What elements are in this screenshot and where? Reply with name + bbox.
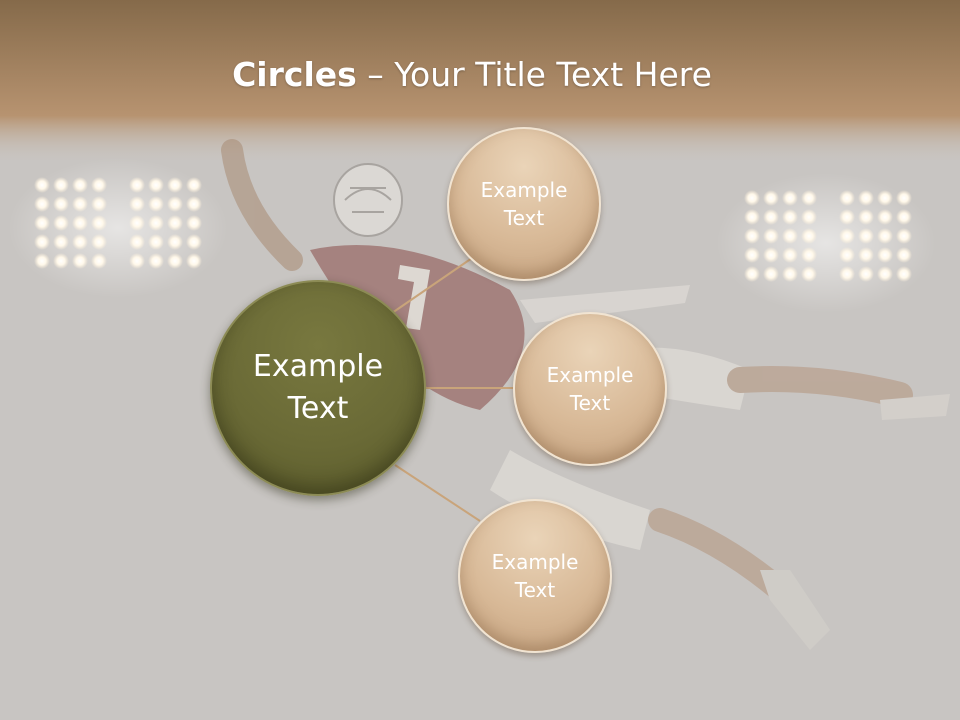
stadium-light-bulb <box>91 177 107 193</box>
stadium-light-bulb <box>858 266 874 282</box>
stadium-light-bulb <box>148 177 164 193</box>
stadium-light-bulb <box>186 196 202 212</box>
stadium-light-bulb <box>858 228 874 244</box>
stadium-light-bulb <box>72 196 88 212</box>
stadium-light-bulb <box>801 190 817 206</box>
stadium-light-bulb <box>167 177 183 193</box>
stadium-light-bulb <box>53 234 69 250</box>
stadium-light-bulb <box>129 234 145 250</box>
stadium-light-bulb <box>896 266 912 282</box>
stadium-light-bulb <box>896 228 912 244</box>
stadium-light-bulb <box>72 253 88 269</box>
stadium-light-bulb <box>167 234 183 250</box>
stadium-light-bulb <box>763 247 779 263</box>
satellite-label-bottom: Example Text <box>491 550 579 602</box>
football-player-figure <box>221 139 950 650</box>
stadium-light-bulb <box>744 266 760 282</box>
stadium-light-bulb <box>91 215 107 231</box>
stadium-light-bulb <box>53 253 69 269</box>
stadium-light-bulb <box>72 234 88 250</box>
stadium-light-bulb <box>129 253 145 269</box>
stadium-light-bulb <box>34 215 50 231</box>
stadium-light-bulb <box>782 266 798 282</box>
stadium-light-bulb <box>91 196 107 212</box>
stadium-light-bulb <box>72 177 88 193</box>
stadium-light-bulb <box>186 253 202 269</box>
stadium-light-bulb <box>877 209 893 225</box>
stadium-light-bulb <box>877 247 893 263</box>
title-rest: – Your Title Text Here <box>356 55 712 94</box>
stadium-light-bulb <box>167 215 183 231</box>
stadium-light-bulb <box>858 190 874 206</box>
connector-bottom <box>394 464 481 522</box>
stadium-light-bulb <box>167 253 183 269</box>
stadium-light-bulb <box>53 215 69 231</box>
stadium-light-bulb <box>839 247 855 263</box>
stadium-light-bulb <box>34 234 50 250</box>
stadium-light-bulb <box>839 209 855 225</box>
stadium-light-bulb <box>148 253 164 269</box>
stadium-light-bulb <box>744 228 760 244</box>
satellite-circle-top[interactable]: Example Text <box>447 127 601 281</box>
stadium-light-bulb <box>877 190 893 206</box>
stadium-light-bulb <box>91 234 107 250</box>
center-circle-label: Example Text <box>252 349 384 426</box>
stadium-light-bulb <box>34 196 50 212</box>
satellite-circle-bottom[interactable]: Example Text <box>458 499 612 653</box>
stadium-light-bulb <box>782 228 798 244</box>
stadium-light-bulb <box>896 209 912 225</box>
stadium-light-bulb <box>763 228 779 244</box>
stadium-light-bulb <box>148 215 164 231</box>
stadium-light-bulb <box>839 228 855 244</box>
stadium-light-bulb <box>91 253 107 269</box>
stadium-light-bulb <box>34 177 50 193</box>
stadium-light-bulb <box>148 196 164 212</box>
stadium-light-bulb <box>186 215 202 231</box>
stadium-light-bulb <box>129 196 145 212</box>
stadium-light-bulb <box>839 266 855 282</box>
slide-title: Circles – Your Title Text Here <box>0 55 944 94</box>
stadium-light-bulb <box>896 190 912 206</box>
stadium-light-bulb <box>744 190 760 206</box>
stadium-light-bulb <box>129 177 145 193</box>
stadium-light-bulb <box>72 215 88 231</box>
satellite-circle-middle[interactable]: Example Text <box>513 312 667 466</box>
stadium-light-bulb <box>801 209 817 225</box>
stadium-light-bulb <box>186 234 202 250</box>
stadium-light-bulb <box>896 247 912 263</box>
stadium-light-bulb <box>782 209 798 225</box>
stadium-light-bulb <box>858 209 874 225</box>
stadium-light-bulb <box>148 234 164 250</box>
center-circle[interactable]: Example Text <box>210 280 426 496</box>
stadium-light-bulb <box>186 177 202 193</box>
satellite-label-middle: Example Text <box>546 363 634 415</box>
stadium-light-bulb <box>763 209 779 225</box>
stadium-light-bulb <box>53 196 69 212</box>
stadium-light-bulb <box>801 247 817 263</box>
connector-top <box>391 255 476 314</box>
stadium-light-bulb <box>763 266 779 282</box>
stadium-light-bulb <box>839 190 855 206</box>
stadium-light-bulb <box>744 209 760 225</box>
stadium-light-bulb <box>782 190 798 206</box>
stadium-light-bulb <box>801 228 817 244</box>
stadium-light-bulb <box>129 215 145 231</box>
stadium-light-bulb <box>801 266 817 282</box>
stadium-light-bulb <box>763 190 779 206</box>
stadium-light-bulb <box>858 247 874 263</box>
stadium-light-bulb <box>782 247 798 263</box>
stadium-light-bulb <box>167 196 183 212</box>
stadium-light-bulb <box>34 253 50 269</box>
stadium-light-bulb <box>877 266 893 282</box>
stadium-light-bulb <box>744 247 760 263</box>
title-bold: Circles <box>232 55 357 94</box>
satellite-label-top: Example Text <box>480 178 568 230</box>
stadium-light-bulb <box>877 228 893 244</box>
stadium-light-bulb <box>53 177 69 193</box>
